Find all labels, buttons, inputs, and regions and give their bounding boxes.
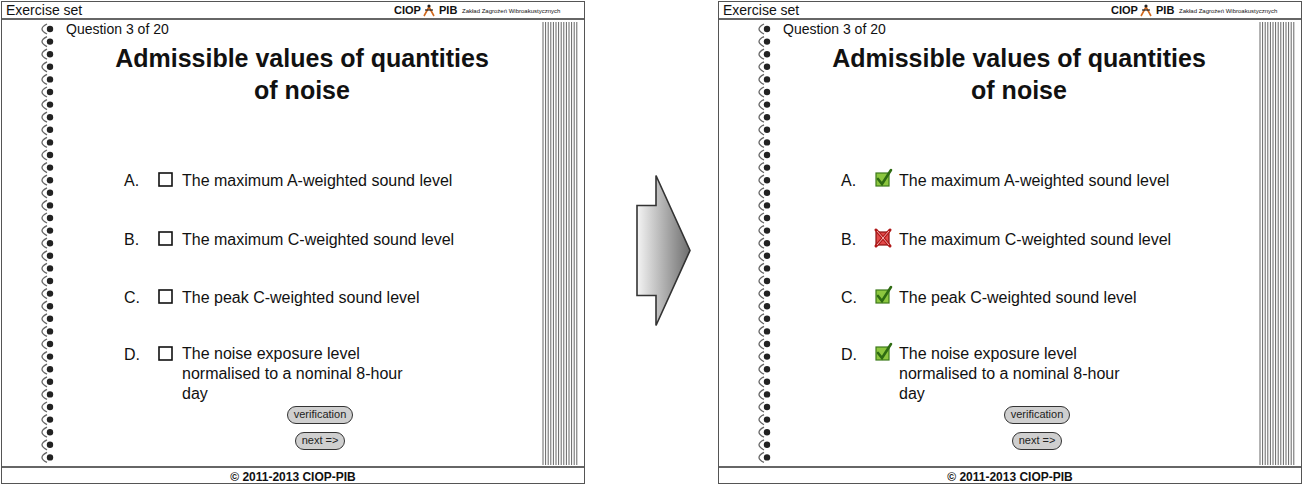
checkbox <box>159 290 172 303</box>
checkbox <box>159 173 172 186</box>
block-arrow <box>637 176 690 326</box>
option-letter: C. <box>841 288 857 307</box>
footer-copyright: © 2011-2013 CIOP-PIB <box>2 470 584 484</box>
option-text: The peak C-weighted sound level <box>182 288 419 307</box>
correct-mark <box>876 344 891 360</box>
logo-subtitle: Zakład Zagrożeń Wibroakustycznych <box>1179 7 1277 15</box>
question-title: Admissible values of quantities of noise <box>102 42 502 106</box>
option-text: The maximum C-weighted sound level <box>899 230 1171 249</box>
option-letter: A. <box>124 171 139 190</box>
pill-button: next => <box>1012 432 1063 450</box>
option-text: The peak C-weighted sound level <box>899 288 1136 307</box>
footer-rule <box>719 466 1301 468</box>
wrong-mark <box>876 230 890 246</box>
window-title: Exercise set <box>6 2 82 19</box>
logo-subtitle: Zakład Zagrożeń Wibroakustycznych <box>462 7 560 15</box>
footer-rule <box>2 466 584 468</box>
checkbox <box>159 347 172 360</box>
option-letter: D. <box>841 345 857 364</box>
logo-text: CIOP <box>394 4 421 17</box>
exercise-window: verification next => Exercise set CIOP PIB Za… <box>718 1 1302 484</box>
correct-mark <box>876 287 891 303</box>
pill-button: verification <box>1004 406 1071 424</box>
logo-text: PIB <box>1156 4 1174 17</box>
option-text: The maximum C-weighted sound level <box>182 230 454 249</box>
logo-text: CIOP <box>1111 4 1138 17</box>
page-edge-lines <box>1260 22 1294 465</box>
window-title: Exercise set <box>723 2 799 19</box>
logo-figure <box>1141 4 1151 16</box>
pill-button: verification <box>287 406 354 424</box>
spiral-binding <box>759 24 770 462</box>
button-label: verification <box>294 407 347 422</box>
pill-button: next => <box>295 432 346 450</box>
option-text: The maximum A-weighted sound level <box>899 171 1169 190</box>
option-text: The noise exposure level normalised to a… <box>182 344 418 404</box>
option-letter: B. <box>124 230 139 249</box>
logo-text: PIB <box>439 4 457 17</box>
question-counter: Question 3 of 20 <box>66 21 169 38</box>
option-letter: A. <box>841 171 856 190</box>
exercise-window: verification next => Exercise set CIOP PIB Za… <box>1 1 585 484</box>
option-letter: C. <box>124 288 140 307</box>
button-label: verification <box>1011 407 1064 422</box>
button-label: next => <box>1019 433 1056 448</box>
page-edge-lines <box>543 22 577 465</box>
logo-figure <box>424 4 434 16</box>
button-label: next => <box>302 433 339 448</box>
question-counter: Question 3 of 20 <box>783 21 886 38</box>
footer-copyright: © 2011-2013 CIOP-PIB <box>719 470 1301 484</box>
spiral-binding <box>42 24 53 462</box>
correct-mark <box>876 170 891 186</box>
option-letter: B. <box>841 230 856 249</box>
header-rule <box>719 18 1301 20</box>
header-rule <box>2 18 584 20</box>
option-text: The noise exposure level normalised to a… <box>899 344 1135 404</box>
option-text: The maximum A-weighted sound level <box>182 171 452 190</box>
option-letter: D. <box>124 345 140 364</box>
question-title: Admissible values of quantities of noise <box>819 42 1219 106</box>
checkbox <box>159 232 172 245</box>
